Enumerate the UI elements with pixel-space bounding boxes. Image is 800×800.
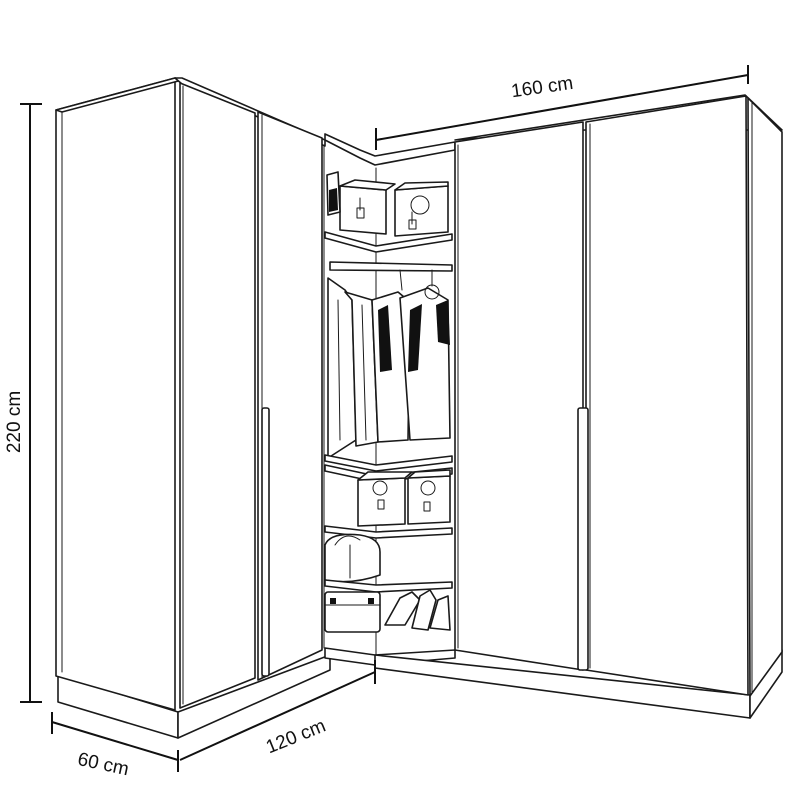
left-door-1 bbox=[179, 82, 256, 709]
middle-shelf bbox=[324, 454, 453, 472]
height-label: 220 cm bbox=[4, 391, 25, 453]
hanging-rail bbox=[329, 261, 453, 272]
storage-box bbox=[339, 179, 396, 235]
right-door-2 bbox=[577, 95, 749, 696]
hanging-clothes bbox=[327, 277, 379, 459]
door-handle bbox=[261, 407, 270, 677]
depth-label: 60 cm bbox=[76, 749, 131, 780]
left-door-2 bbox=[257, 111, 323, 681]
hanging-bag bbox=[326, 171, 341, 216]
duffel-bag bbox=[324, 533, 381, 583]
upper-shelf bbox=[324, 231, 453, 253]
right-door-1 bbox=[454, 121, 584, 671]
back-width-label: 160 cm bbox=[510, 73, 575, 102]
door-handle bbox=[577, 407, 589, 671]
height-dimension: 220 cm bbox=[4, 103, 42, 703]
storage-box bbox=[357, 471, 413, 527]
side-length-label: 120 cm bbox=[263, 715, 329, 758]
suitcase bbox=[324, 591, 381, 633]
shoes bbox=[384, 589, 451, 631]
storage-box bbox=[394, 181, 449, 237]
storage-box bbox=[407, 469, 451, 525]
shoe-shelf bbox=[324, 579, 453, 593]
open-interior bbox=[323, 133, 456, 666]
hanging-clothes bbox=[371, 269, 451, 443]
